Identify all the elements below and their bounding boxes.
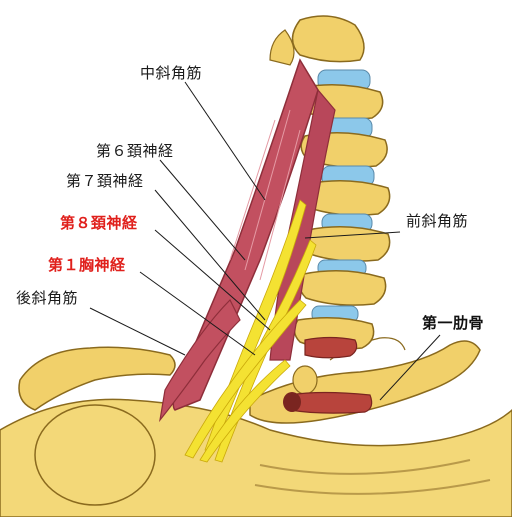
label-anterior-scalene: 前斜角筋 xyxy=(406,212,469,230)
label-t1-nerve: 第１胸神経 xyxy=(48,256,126,274)
label-middle-scalene: 中斜角筋 xyxy=(140,64,203,82)
label-c8-nerve: 第８頚神経 xyxy=(60,214,138,232)
clavicle xyxy=(18,346,176,506)
brachial-plexus xyxy=(184,199,317,463)
leader-lines xyxy=(89,81,441,401)
label-first-rib: 第一肋骨 xyxy=(422,314,485,332)
label-c7-nerve: 第７頚神経 xyxy=(66,172,144,190)
subclavian-artery xyxy=(283,336,373,414)
label-c6-nerve: 第６頚神経 xyxy=(96,142,174,160)
label-posterior-scalene: 後斜角筋 xyxy=(16,289,79,307)
